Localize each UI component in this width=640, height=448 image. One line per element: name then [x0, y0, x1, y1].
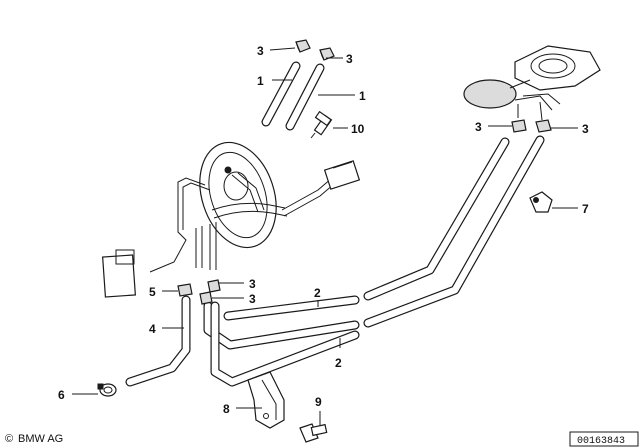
callout-4: 4 [149, 322, 156, 336]
leader-lines [72, 47, 578, 426]
bolt [299, 423, 328, 443]
callout-3-mid-a: 3 [249, 277, 256, 291]
clamp-right-b [535, 119, 552, 133]
callout-7: 7 [582, 202, 589, 216]
callout-9: 9 [315, 395, 322, 409]
callout-3-top-left: 3 [257, 44, 264, 58]
fuel-line-long [203, 135, 545, 387]
callout-1-right: 1 [359, 89, 366, 103]
clamp-mid-b [199, 291, 213, 305]
callout-10: 10 [351, 122, 365, 136]
hose-pair-top [261, 61, 325, 131]
filler-neck-assembly [463, 45, 601, 121]
check-valve [310, 110, 333, 139]
callout-6: 6 [58, 388, 65, 402]
fuel-pump-assembly [102, 141, 361, 298]
callout-2-upper: 2 [314, 286, 321, 300]
callout-3-mid-b: 3 [249, 292, 256, 306]
clamp-top-right [319, 47, 335, 61]
callout-3-right-b: 3 [582, 122, 589, 136]
clamp-mid-a [207, 279, 221, 293]
callout-1-left: 1 [257, 74, 264, 88]
clamp-top-left [295, 39, 311, 53]
part-number-text: 00163843 [577, 436, 625, 447]
hose-clamp-six [97, 383, 117, 397]
callout-3-top-right: 3 [346, 52, 353, 66]
clamp-right-a [511, 119, 527, 133]
callout-8: 8 [223, 402, 230, 416]
copyright-symbol: © [5, 433, 13, 445]
hose-connector [529, 191, 553, 213]
part-number-box: 00163843 [569, 431, 639, 447]
short-hose [125, 295, 191, 387]
clamp-five [177, 283, 193, 297]
mounting-bracket [247, 371, 285, 429]
callout-5: 5 [149, 285, 156, 299]
callout-3-right-a: 3 [475, 120, 482, 134]
brand-name: BMW AG [18, 433, 63, 445]
callout-2-lower: 2 [335, 356, 342, 370]
brand-footer: © BMW AG [5, 433, 63, 445]
